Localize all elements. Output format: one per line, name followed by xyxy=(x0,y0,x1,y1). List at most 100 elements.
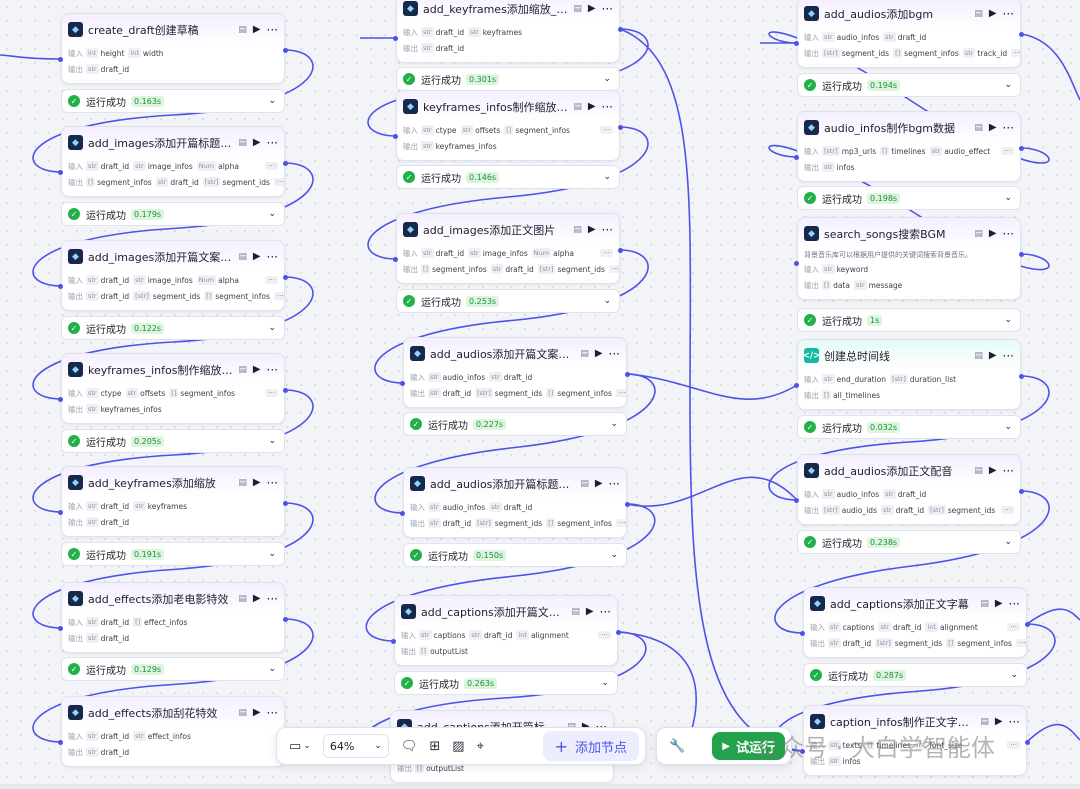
settings-button[interactable]: 🔧 xyxy=(669,739,685,754)
test-run-button[interactable]: ▶ 试运行 xyxy=(712,732,785,760)
chevron-down-icon[interactable]: ⌄ xyxy=(603,296,611,306)
chevron-down-icon[interactable]: ⌄ xyxy=(268,209,276,219)
more-params-icon[interactable]: ··· xyxy=(1007,623,1020,631)
node-header[interactable]: ◆add_images添加开篇标题图片▤▶··· xyxy=(62,127,284,158)
input-port[interactable] xyxy=(800,749,805,754)
input-port[interactable] xyxy=(58,284,63,289)
chevron-down-icon[interactable]: ⌄ xyxy=(603,172,611,182)
more-icon[interactable]: ··· xyxy=(1002,463,1014,478)
output-port[interactable] xyxy=(618,125,623,130)
node-header[interactable]: ◆audio_infos制作bgm数据▤▶··· xyxy=(798,112,1020,143)
node-header[interactable]: ◆add_captions添加开篇文案…▤▶··· xyxy=(395,596,617,627)
chevron-down-icon[interactable]: ⌄ xyxy=(1004,193,1012,203)
more-icon[interactable]: ··· xyxy=(1008,714,1020,729)
node-header[interactable]: ◆add_keyframes添加缩放_正文▤▶··· xyxy=(397,0,619,24)
play-icon[interactable]: ▶ xyxy=(582,721,590,732)
more-params-icon[interactable]: ··· xyxy=(615,389,626,397)
more-icon[interactable]: ··· xyxy=(1002,226,1014,241)
node-header[interactable]: ◆add_audios添加开篇标题配音▤▶··· xyxy=(404,468,626,499)
more-icon[interactable]: ··· xyxy=(266,22,278,37)
more-icon[interactable]: ··· xyxy=(596,720,607,734)
more-icon[interactable]: ··· xyxy=(1002,6,1014,21)
more-params-icon[interactable]: ··· xyxy=(265,276,278,284)
input-port[interactable] xyxy=(794,155,799,160)
play-icon[interactable]: ▶ xyxy=(988,465,997,476)
node-header[interactable]: ◆add_audios添加开篇文案配音▤▶··· xyxy=(404,338,626,369)
more-icon[interactable]: ··· xyxy=(266,249,278,264)
play-icon[interactable]: ▶ xyxy=(988,350,997,361)
output-port[interactable] xyxy=(283,617,288,622)
more-params-icon[interactable]: ··· xyxy=(598,631,611,639)
play-icon[interactable]: ▶ xyxy=(594,478,603,489)
chevron-down-icon[interactable]: ⌄ xyxy=(601,678,609,688)
chevron-down-icon[interactable]: ⌄ xyxy=(1004,315,1012,325)
more-icon[interactable]: ··· xyxy=(266,705,278,720)
node-header[interactable]: </>创建总时间线▤▶··· xyxy=(798,340,1020,371)
more-params-icon[interactable]: ··· xyxy=(615,519,626,527)
chevron-down-icon[interactable]: ⌄ xyxy=(603,74,611,84)
node-header[interactable]: ◆keyframes_infos制作缩放关…▤▶··· xyxy=(62,354,284,385)
play-icon[interactable]: ▶ xyxy=(252,477,261,488)
output-port[interactable] xyxy=(1025,622,1030,627)
output-port[interactable] xyxy=(616,630,621,635)
output-port[interactable] xyxy=(1019,146,1024,151)
chevron-down-icon[interactable]: ⌄ xyxy=(268,549,276,559)
output-port[interactable] xyxy=(283,48,288,53)
node-header[interactable]: ◆search_songs搜索BGM▤▶··· xyxy=(798,218,1020,249)
zoom-select[interactable]: 64% ⌄ xyxy=(322,734,389,758)
output-port[interactable] xyxy=(618,27,623,32)
chevron-down-icon[interactable]: ⌄ xyxy=(268,323,276,333)
node-header[interactable]: ◆add_audios添加bgm▤▶··· xyxy=(798,0,1020,29)
output-port[interactable] xyxy=(625,372,630,377)
more-icon[interactable]: ··· xyxy=(608,476,620,491)
more-icon[interactable]: ··· xyxy=(266,591,278,606)
output-port[interactable] xyxy=(618,248,623,253)
connection-wire[interactable] xyxy=(626,476,798,507)
layout-button[interactable]: ⊞ xyxy=(429,739,440,754)
input-port[interactable] xyxy=(58,740,63,745)
input-port[interactable] xyxy=(794,41,799,46)
play-icon[interactable]: ▶ xyxy=(988,228,997,239)
node-header[interactable]: ◆add_images添加正文图片▤▶··· xyxy=(397,214,619,245)
input-port[interactable] xyxy=(58,170,63,175)
chevron-down-icon[interactable]: ⌄ xyxy=(268,96,276,106)
more-params-icon[interactable]: ··· xyxy=(608,265,619,273)
more-params-icon[interactable]: ··· xyxy=(265,389,278,397)
more-icon[interactable]: ··· xyxy=(1002,120,1014,135)
input-port[interactable] xyxy=(794,498,799,503)
play-icon[interactable]: ▶ xyxy=(252,593,261,604)
chevron-down-icon[interactable]: ⌄ xyxy=(268,664,276,674)
input-port[interactable] xyxy=(400,381,405,386)
more-params-icon[interactable]: ··· xyxy=(1011,49,1020,57)
node-header[interactable]: ◆add_captions添加正文字幕▤▶··· xyxy=(804,588,1026,619)
more-icon[interactable]: ··· xyxy=(1008,596,1020,611)
output-port[interactable] xyxy=(283,275,288,280)
play-icon[interactable]: ▶ xyxy=(587,224,596,235)
play-icon[interactable]: ▶ xyxy=(988,8,997,19)
image-button[interactable]: ▨ xyxy=(452,739,464,754)
connection-wire[interactable] xyxy=(1026,723,1080,743)
output-port[interactable] xyxy=(625,502,630,507)
chevron-down-icon[interactable]: ⌄ xyxy=(610,550,618,560)
play-icon[interactable]: ▶ xyxy=(585,606,594,617)
